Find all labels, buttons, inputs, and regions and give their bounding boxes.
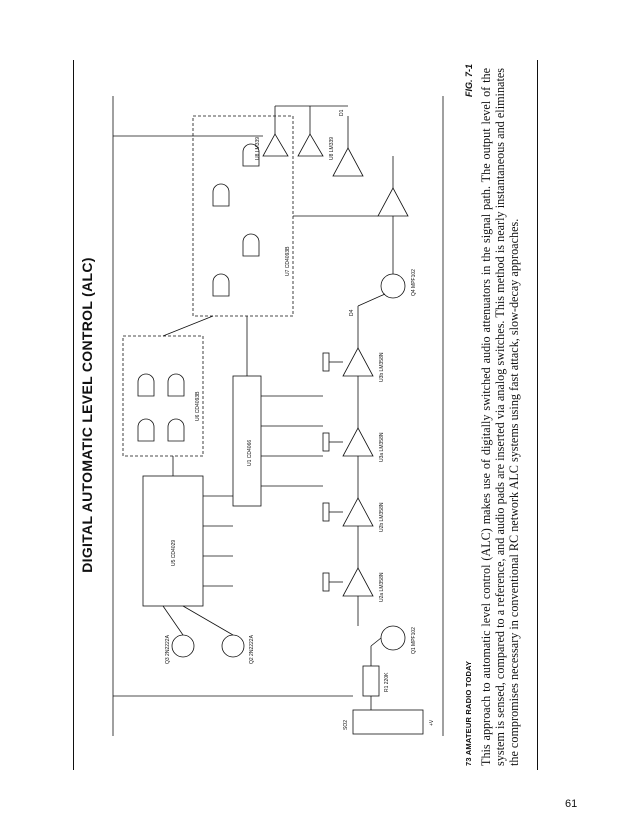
u2b-opamp xyxy=(342,497,374,527)
d1-label: D1 xyxy=(339,109,345,116)
page-content: DIGITAL AUTOMATIC LEVEL CONTROL (ALC) xyxy=(55,60,565,770)
source-label: 73 AMATEUR RADIO TODAY xyxy=(464,660,473,766)
schematic-diagram: SO2 R1 220K Q1 MPF102 U2a LM358N U2b LM3… xyxy=(112,96,444,736)
q1-transistor xyxy=(380,625,406,651)
bottom-rule xyxy=(537,60,538,770)
figure-caption: This approach to automatic level control… xyxy=(479,68,521,766)
q4-label: Q4 MPF102 xyxy=(411,269,417,296)
u8a-label: U8 LM339 xyxy=(255,137,261,160)
q2-label: Q2 2N2222A xyxy=(249,634,255,664)
u3a-label: U3a LM358N xyxy=(379,432,385,462)
u7-gate-group xyxy=(192,115,294,317)
u3b-label: U3b LM358N xyxy=(379,352,385,382)
top-rule xyxy=(73,60,74,770)
u3b-opamp xyxy=(342,347,374,377)
rotated-page: DIGITAL AUTOMATIC LEVEL CONTROL (ALC) xyxy=(55,60,565,770)
u6-gate-group xyxy=(122,335,204,457)
figure-label: FIG. 7-1 xyxy=(464,64,474,98)
q1-label: Q1 MPF102 xyxy=(411,627,417,654)
u2a-label: U2a LM358N xyxy=(379,572,385,602)
u6-label: U6 CD4093B xyxy=(195,391,201,421)
u2b-label: U2b LM358N xyxy=(379,502,385,532)
u7-label: U7 CD4093B xyxy=(285,246,291,276)
u1-ic-label: U1 CD4066 xyxy=(247,440,253,466)
page-number: 61 xyxy=(565,798,578,810)
u3a-opamp xyxy=(342,427,374,457)
q3-transistor xyxy=(171,634,195,658)
d4-label: D4 xyxy=(349,309,355,316)
so2-connector xyxy=(352,709,424,735)
page-title: DIGITAL AUTOMATIC LEVEL CONTROL (ALC) xyxy=(79,257,95,573)
u8b-label: U8 LM339 xyxy=(329,137,335,160)
so2-label: SO2 xyxy=(343,720,349,730)
r1-label: R1 220K xyxy=(384,672,390,692)
q2-transistor xyxy=(221,634,245,658)
q3-label: Q3 2N2222A xyxy=(165,634,171,664)
u2a-opamp xyxy=(342,567,374,597)
u5-ic-label: U5 CD4029 xyxy=(171,540,177,566)
vplus-label: +V xyxy=(429,719,435,726)
